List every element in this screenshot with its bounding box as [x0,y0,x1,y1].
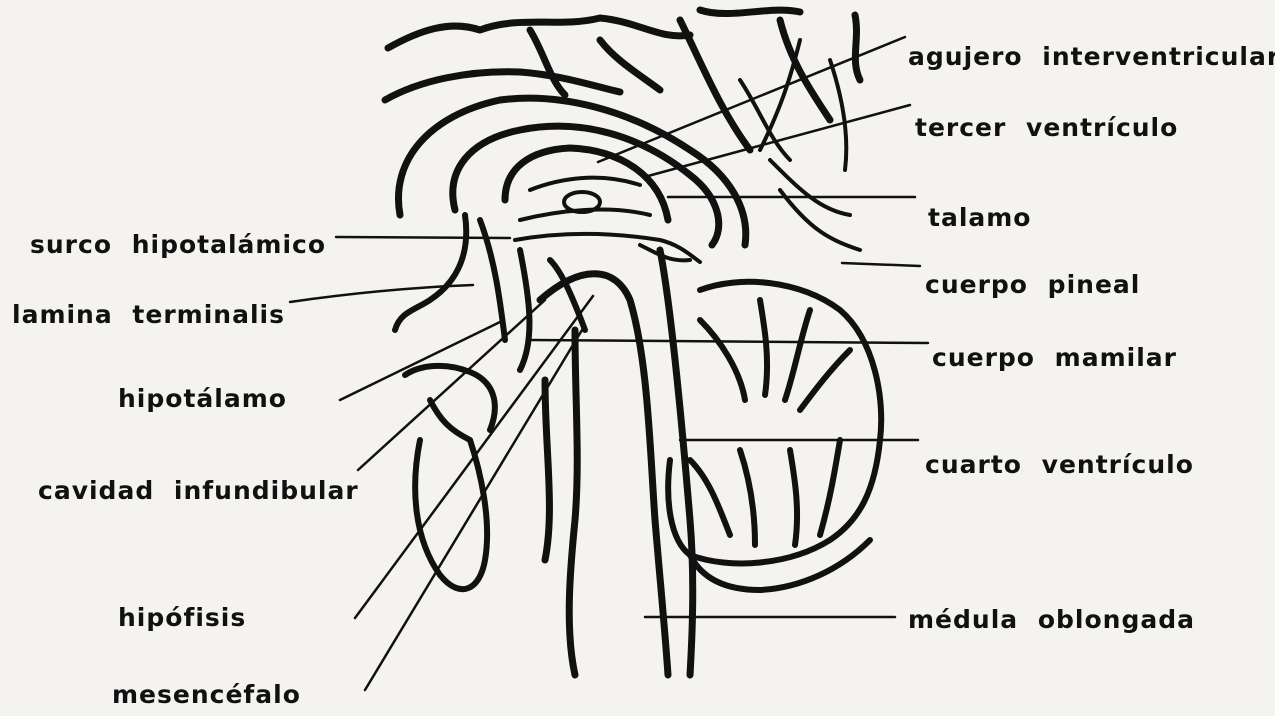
leader-surco-hipotalamico [336,237,510,238]
label-mesencefalo: mesencéfalo [112,680,301,709]
leader-agujero-interventricular [598,37,905,162]
label-cuerpo-mamilar: cuerpo mamilar [932,343,1177,372]
label-hipofisis: hipófisis [118,603,246,632]
label-surco-hipotalamico: surco hipotalámico [30,230,326,259]
cerebellum [668,282,881,590]
leader-cuerpo-mamilar [530,340,928,343]
leader-cuerpo-pineal [842,263,920,266]
label-medula-oblongada: médula oblongada [908,605,1195,634]
leader-hipotalamo [340,322,500,400]
thalamus-region [515,178,700,262]
label-agujero-interventricular: agujero interventricular [908,42,1275,71]
label-cuerpo-pineal: cuerpo pineal [925,270,1140,299]
leader-hipofisis [355,296,593,618]
label-cuarto-ventriculo: cuarto ventrículo [925,450,1194,479]
label-cavidad-infundibular: cavidad infundibular [38,476,359,505]
corpus-callosum [398,98,745,245]
leader-tercer-ventriculo [648,105,910,176]
label-hipotalamo: hipotálamo [118,384,287,413]
label-lamina-terminalis: lamina terminalis [12,300,285,329]
pituitary [405,366,495,589]
label-tercer-ventriculo: tercer ventrículo [915,113,1178,142]
label-talamo: talamo [928,203,1032,232]
leader-cavidad-infundibular [358,300,545,470]
